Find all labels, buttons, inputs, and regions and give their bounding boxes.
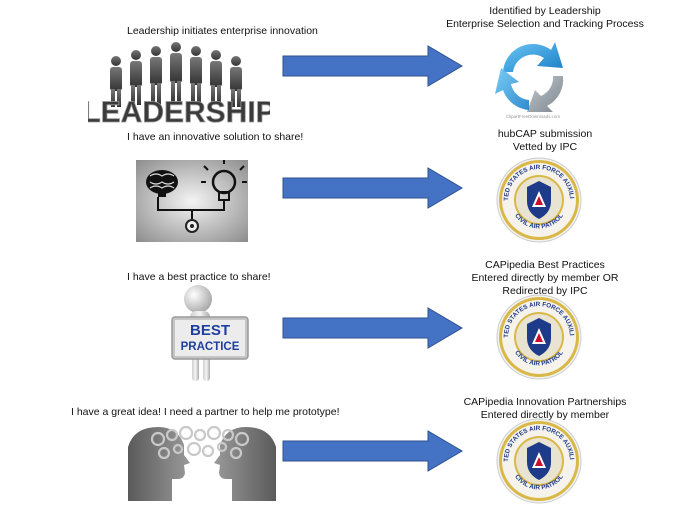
sign-text-best: BEST <box>190 322 230 339</box>
leadership-figures-image: LEADERSHIP <box>88 42 270 124</box>
brain-icon <box>146 170 178 197</box>
row1-right-line-2: Enterprise Selection and Tracking Proces… <box>446 18 644 30</box>
people-figures <box>110 42 242 107</box>
gears-icon <box>150 425 250 460</box>
row1-left-label: Leadership initiates enterprise innovati… <box>127 25 318 37</box>
row4-right-line-2: Entered directly by member <box>480 409 610 421</box>
row1-right-line-1: Identified by Leadership <box>489 5 601 17</box>
left-head-icon <box>128 427 190 501</box>
row4-arrow <box>282 430 463 472</box>
cap-seal-row4: UNITED STATES AIR FORCE AUXILIARY CIVIL … <box>496 418 582 504</box>
lightbulb-icon <box>201 160 247 201</box>
heads-gears-icon <box>128 425 276 501</box>
cycle-caption: ClipartFreeDownloads.com <box>506 114 561 119</box>
row2-right-line-2: Vetted by IPC <box>512 141 578 153</box>
figure-head <box>184 285 212 313</box>
gear-icon <box>185 219 199 233</box>
cap-seal-row3: UNITED STATES AIR FORCE AUXILIARY CIVIL … <box>496 294 582 380</box>
brain-lightbulb-icon <box>136 160 248 242</box>
row2-right-label: hubCAP submission Vetted by IPC <box>440 128 650 154</box>
best-practice-sign-figure: BEST PRACTICE <box>171 285 249 381</box>
row4-left-label: I have a great idea! I need a partner to… <box>71 406 340 418</box>
row3-right-line-3: Redirected by IPC <box>502 285 588 297</box>
row4-right-label: CAPipedia Innovation Partnerships Entere… <box>440 396 650 422</box>
row3-left-label: I have a best practice to share! <box>127 271 271 283</box>
row3-right-line-1: CAPipedia Best Practices <box>485 259 605 271</box>
row4-right-line-1: CAPipedia Innovation Partnerships <box>463 396 627 408</box>
cap-seal-row2: UNITED STATES AIR FORCE AUXILIARY CIVIL … <box>496 157 582 243</box>
row1-arrow <box>282 45 463 87</box>
row2-right-line-1: hubCAP submission <box>497 128 593 140</box>
sign-text-practice: PRACTICE <box>181 341 240 353</box>
right-head-icon <box>214 427 276 501</box>
row2-arrow <box>282 167 463 209</box>
leadership-word: LEADERSHIP <box>88 96 270 124</box>
row3-right-label: CAPipedia Best Practices Entered directl… <box>440 259 650 298</box>
row3-arrow <box>282 307 463 349</box>
refresh-cycle-icon: ClipartFreeDownloads.com <box>495 42 564 119</box>
row1-right-label: Identified by Leadership Enterprise Sele… <box>440 5 650 31</box>
row3-right-line-2: Entered directly by member OR <box>471 272 619 284</box>
row2-left-label: I have an innovative solution to share! <box>127 131 304 143</box>
wire-icon <box>157 197 225 222</box>
